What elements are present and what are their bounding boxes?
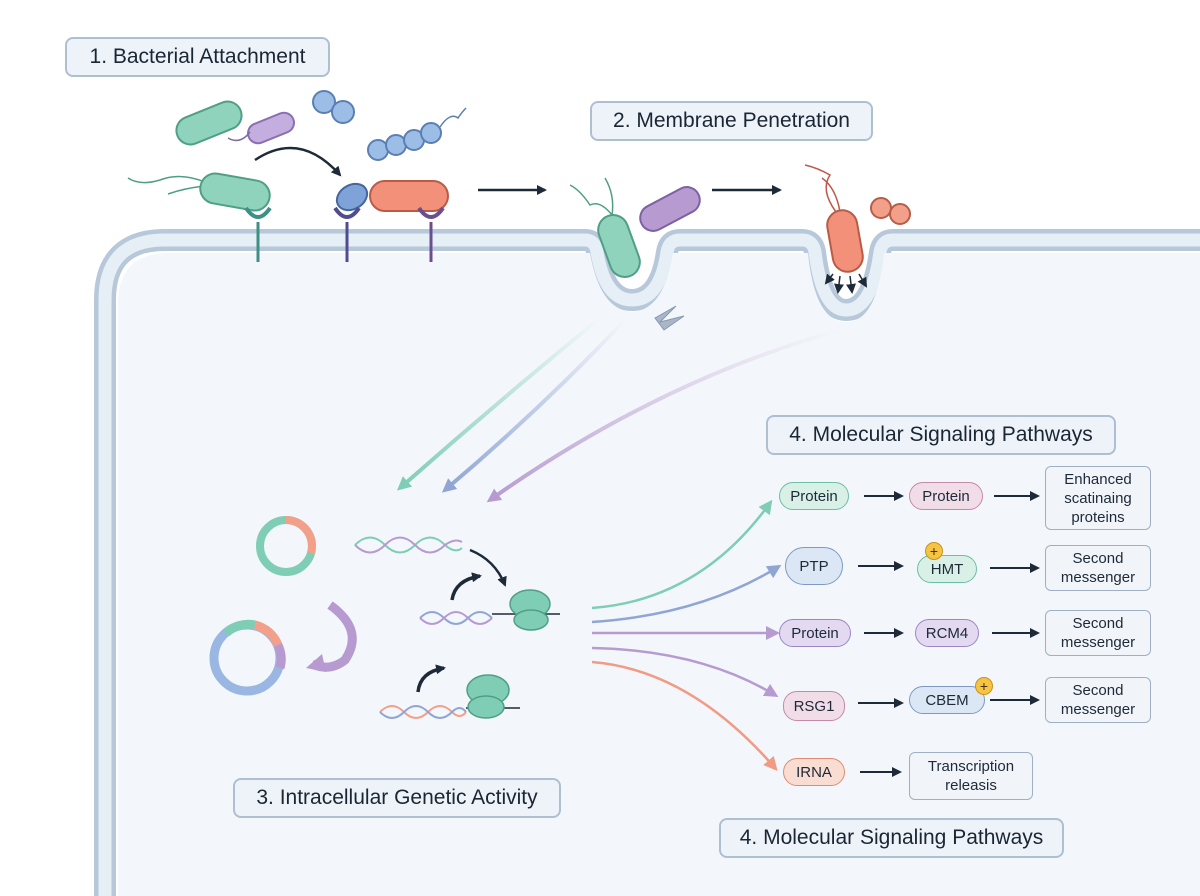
pathway3-source: Protein <box>779 619 851 647</box>
attached-bacterium-teal <box>199 172 271 212</box>
pathway1-source: Protein <box>779 482 849 510</box>
genetic-activity-scene <box>209 516 560 719</box>
entering-bacterium-salmon <box>826 209 864 273</box>
coccus-pair <box>312 90 336 114</box>
step2-title: 2. Membrane Penetration <box>590 101 873 141</box>
pathway2-output-line1: Second <box>1072 550 1124 567</box>
penetration-scene <box>569 164 911 331</box>
pathway3-output-line2: messenger <box>1060 634 1136 651</box>
attachment-scene <box>127 90 547 262</box>
pathway2-output: Second messenger <box>1045 545 1151 591</box>
pathway5-output-line2: releasis <box>945 777 997 794</box>
pathway4-source: RSG1 <box>783 691 845 721</box>
pathway3-output: Second messenger <box>1045 610 1151 656</box>
activation-plus-icon: + <box>975 677 993 695</box>
pathway1-target: Protein <box>909 482 983 510</box>
pathway5-output-line1: Transcription <box>927 758 1015 775</box>
plasmid-small <box>256 516 316 576</box>
attachment-arrow <box>254 146 342 177</box>
receptor-plum <box>417 206 445 262</box>
cell-membrane <box>94 229 1200 896</box>
entry-flow-arrows <box>396 316 841 503</box>
pathway2-source: PTP <box>785 547 843 585</box>
bacterium-lilac <box>639 186 701 232</box>
pathway4-output: Second messenger <box>1045 677 1151 723</box>
pathway4-output-line1: Second <box>1072 682 1124 699</box>
rod-bacterium-lilac <box>247 111 295 145</box>
pathway2-output-line2: messenger <box>1060 569 1136 586</box>
rod-bacterium-teal <box>175 100 243 146</box>
step4-title-top: 4. Molecular Signaling Pathways <box>766 415 1116 455</box>
ribosome-top <box>509 589 551 631</box>
attached-bacterium-salmon <box>369 180 449 212</box>
pathway1-output: Enhanced scatinaing proteins <box>1045 466 1151 530</box>
pathway3-output-line1: Second <box>1072 615 1124 632</box>
ribosome-bottom <box>466 674 510 719</box>
pathway4-target: CBEM <box>909 686 985 714</box>
pathway1-output-line3: proteins <box>1071 508 1125 526</box>
receptor-violet <box>333 206 361 262</box>
receptor-teal <box>244 206 272 262</box>
pathway5-source: IRNA <box>783 758 845 786</box>
entering-bacterium-teal <box>597 214 641 278</box>
pathway1-output-line2: scatinaing <box>1064 489 1132 507</box>
pathway-fan-arrows <box>591 499 782 772</box>
pathway2-target: HMT <box>917 555 977 583</box>
pathway4-output-line2: messenger <box>1060 701 1136 718</box>
step4-title-bottom: 4. Molecular Signaling Pathways <box>719 818 1064 858</box>
pathway1-output-line1: Enhanced <box>1064 470 1132 488</box>
plasmid-large <box>209 619 286 696</box>
step1-title: 1. Bacterial Attachment <box>65 37 330 77</box>
dna-helix-top <box>354 536 463 554</box>
coccus-chain <box>367 107 467 161</box>
pathway3-target: RCM4 <box>915 619 979 647</box>
pathway-step-arrows <box>858 491 1040 777</box>
step3-title: 3. Intracellular Genetic Activity <box>233 778 561 818</box>
toxin-release-arrows <box>824 273 868 294</box>
membrane-tear <box>654 305 685 331</box>
activation-plus-icon: + <box>925 542 943 560</box>
pathway5-output: Transcription releasis <box>909 752 1033 800</box>
